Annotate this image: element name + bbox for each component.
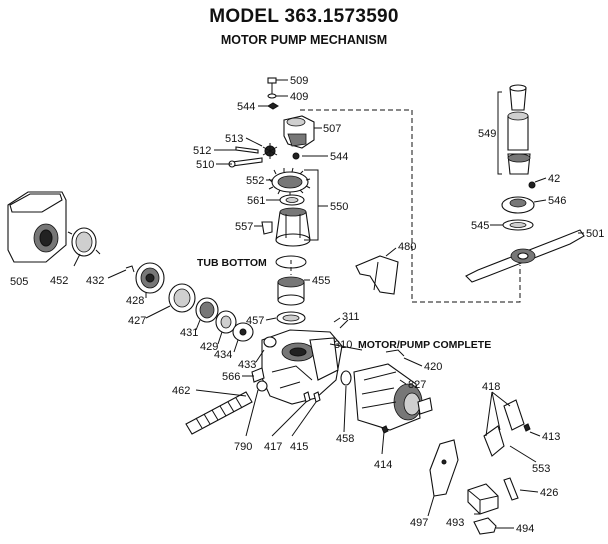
callout-414: 414 — [374, 459, 392, 471]
callout-311: 311 — [342, 311, 360, 323]
callout-417: 417 — [264, 441, 282, 453]
callout-432: 432 — [86, 275, 104, 287]
callout-493: 493 — [446, 517, 464, 529]
callout-433: 433 — [238, 359, 256, 371]
model-title: MODEL 363.1573590 — [209, 6, 399, 27]
callout-420: 420 — [424, 361, 442, 373]
callout-561: 561 — [247, 195, 265, 207]
callout-431: 431 — [180, 327, 198, 339]
callout-566: 566 — [222, 371, 240, 383]
callout-434: 434 — [214, 349, 232, 361]
callout-428: 428 — [126, 295, 144, 307]
callout-513: 513 — [225, 133, 243, 145]
callout-546: 546 — [548, 195, 566, 207]
callout-505: 505 — [10, 276, 28, 288]
callout-480: 480 — [398, 241, 416, 253]
callout-827: 827 — [408, 379, 426, 391]
callout-42: 42 — [548, 173, 560, 185]
callout-494: 494 — [516, 523, 534, 535]
callout-552: 552 — [246, 175, 264, 187]
callout-429: 429 — [200, 341, 218, 353]
left-housing-parts — [7, 191, 254, 342]
callout-labels: 509 409 544 507 513 512 510 544 552 561 … — [10, 75, 604, 535]
callout-458: 458 — [336, 433, 354, 445]
motor-pump-complete-note: MOTOR/PUMP COMPLETE — [358, 339, 491, 351]
spray-arm-stack — [465, 84, 585, 283]
callout-512: 512 — [193, 145, 211, 157]
callout-557: 557 — [235, 221, 253, 233]
mounting-brackets — [429, 399, 531, 535]
callout-553: 553 — [532, 463, 550, 475]
callout-510: 510 — [196, 159, 214, 171]
pump-upper-stack — [228, 77, 319, 247]
motor-assembly — [353, 349, 433, 434]
callout-452: 452 — [50, 275, 68, 287]
callout-790: 790 — [234, 441, 252, 453]
callout-457: 457 — [246, 315, 264, 327]
callout-501: 501 — [586, 228, 604, 240]
callout-455: 455 — [312, 275, 330, 287]
callout-509: 509 — [290, 75, 308, 87]
tub-bottom-note: TUB BOTTOM — [197, 257, 267, 269]
drain-hose — [185, 391, 253, 435]
diagram-subtitle: MOTOR PUMP MECHANISM — [220, 33, 388, 47]
callout-462: 462 — [172, 385, 190, 397]
callout-310: 310 — [334, 339, 352, 351]
callout-413: 413 — [542, 431, 560, 443]
callout-550: 550 — [330, 201, 348, 213]
callout-427: 427 — [128, 315, 146, 327]
callout-545: 545 — [471, 220, 489, 232]
callout-409: 409 — [290, 91, 308, 103]
pump-main-body — [251, 255, 399, 405]
callout-426: 426 — [540, 487, 558, 499]
leader-lines — [73, 79, 584, 529]
callout-497: 497 — [410, 517, 428, 529]
callout-544: 544 — [237, 101, 255, 113]
callout-415: 415 — [290, 441, 308, 453]
callout-544-b: 544 — [330, 151, 348, 163]
callout-549: 549 — [478, 128, 496, 140]
callout-507: 507 — [323, 123, 341, 135]
callout-418: 418 — [482, 381, 500, 393]
